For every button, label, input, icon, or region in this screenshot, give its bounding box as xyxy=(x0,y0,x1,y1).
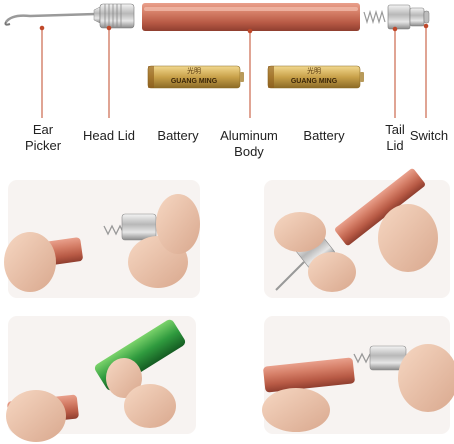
label-aluminum-body-line-1: Aluminum xyxy=(220,128,278,143)
photo-2-graphic xyxy=(264,168,450,298)
label-ear-picker-line-2: Picker xyxy=(24,138,62,153)
spring-part xyxy=(363,9,386,25)
ear-picker-wire xyxy=(4,12,97,26)
head-lid-part xyxy=(93,3,135,29)
label-tail-lid-line-1: Tail xyxy=(385,122,405,137)
battery-left-brand-cn: 光明 xyxy=(187,68,201,75)
label-aluminum-body-line-2: Body xyxy=(234,144,264,159)
tail-lid-part xyxy=(387,4,430,30)
aluminum-body-part xyxy=(142,3,360,31)
label-tail-lid: Tail Lid xyxy=(378,122,412,154)
label-tail-lid-line-2: Lid xyxy=(386,138,404,153)
label-battery-right: Battery xyxy=(303,128,345,143)
photo-4-graphic xyxy=(262,316,454,434)
battery-right-brand-cn: 光明 xyxy=(307,68,321,75)
label-ear-picker-line-1: Ear xyxy=(32,122,54,137)
battery-left-brand-en: GUANG MING xyxy=(170,78,218,85)
label-battery-left: Battery xyxy=(157,128,199,143)
battery-left-part xyxy=(147,65,244,89)
battery-right-brand-en: GUANG MING xyxy=(290,78,338,85)
photo-3-graphic xyxy=(6,316,196,442)
photo-1-graphic xyxy=(4,180,200,298)
label-head-lid: Head Lid xyxy=(82,128,136,143)
label-switch: Switch xyxy=(409,128,449,143)
label-aluminum-body: Aluminum Body xyxy=(212,128,286,160)
battery-right-part xyxy=(267,65,364,89)
leader-lines xyxy=(39,23,429,118)
label-ear-picker: Ear Picker xyxy=(18,122,68,154)
